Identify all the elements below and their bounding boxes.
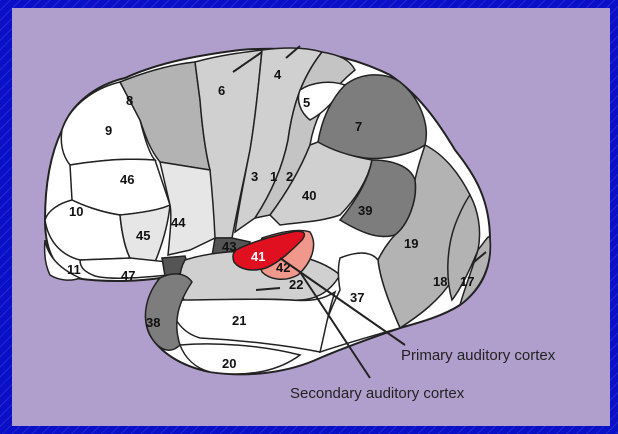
label-area-40: 40 xyxy=(302,188,316,203)
label-area-21: 21 xyxy=(232,313,246,328)
label-area-44: 44 xyxy=(171,215,186,230)
label-area-20: 20 xyxy=(222,356,236,371)
label-area-47: 47 xyxy=(121,268,135,283)
label-area-22: 22 xyxy=(289,277,303,292)
secondary-auditory-cortex-label: Secondary auditory cortex xyxy=(290,385,465,402)
label-area-7: 7 xyxy=(355,119,362,134)
label-area-37: 37 xyxy=(350,290,364,305)
label-area-41: 41 xyxy=(251,249,265,264)
label-area-42: 42 xyxy=(276,260,290,275)
label-area-18: 18 xyxy=(433,274,447,289)
label-area-46: 46 xyxy=(120,172,134,187)
label-area-3: 3 xyxy=(251,169,258,184)
label-area-45: 45 xyxy=(136,228,150,243)
label-area-11: 11 xyxy=(67,262,81,277)
label-area-6: 6 xyxy=(218,83,225,98)
label-area-38: 38 xyxy=(146,315,160,330)
label-area-17: 17 xyxy=(460,274,474,289)
label-area-39: 39 xyxy=(358,203,372,218)
label-area-4: 4 xyxy=(274,67,282,82)
label-area-5: 5 xyxy=(303,95,310,110)
label-area-8: 8 xyxy=(126,93,133,108)
label-area-10: 10 xyxy=(69,204,83,219)
label-area-1: 1 xyxy=(270,169,277,184)
primary-auditory-cortex-label: Primary auditory cortex xyxy=(401,347,556,364)
label-area-2: 2 xyxy=(286,169,293,184)
label-area-9: 9 xyxy=(105,123,112,138)
label-area-19: 19 xyxy=(404,236,418,251)
label-area-43: 43 xyxy=(222,239,236,254)
